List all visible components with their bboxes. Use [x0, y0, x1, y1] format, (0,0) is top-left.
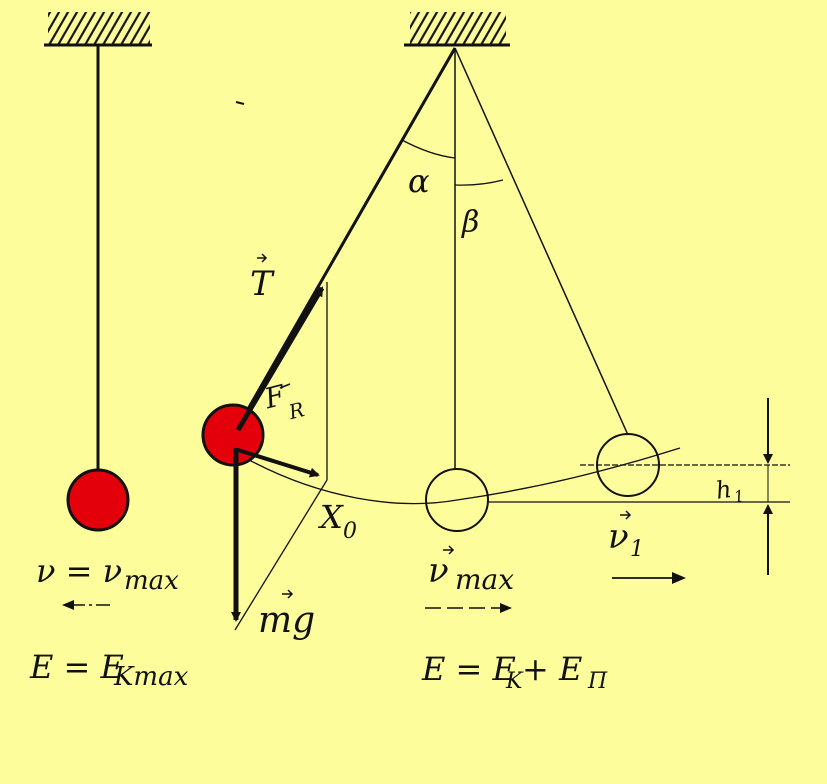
v1-label: ν 1 [608, 517, 644, 562]
alpha-arc [401, 139, 456, 159]
svg-text:ν = ν: ν = ν [36, 552, 122, 590]
svg-text:K: K [505, 669, 524, 694]
left-pendulum-bob [66, 468, 130, 532]
svg-text:1: 1 [733, 486, 746, 506]
svg-text:Kmax: Kmax [113, 662, 189, 692]
svg-text:h: h [714, 475, 733, 505]
svg-text:R: R [285, 397, 306, 424]
middle-velocity-arrow [425, 603, 512, 613]
svg-text:E = E: E = E [29, 648, 124, 686]
label-vector-marks [257, 253, 632, 599]
tension-vector [235, 286, 325, 432]
right-velocity-arrow [612, 572, 686, 584]
beta-arc [454, 179, 504, 186]
gravity-label: mg [258, 600, 315, 641]
displacement-label: X 0 [317, 498, 357, 544]
height-label: h 1 [714, 475, 746, 506]
stray-mark [235, 101, 245, 105]
middle-velocity-label: ν max [428, 551, 514, 596]
left-velocity-label: ν = ν max [36, 552, 179, 596]
right-string [454, 47, 629, 436]
tension-label: T [250, 264, 275, 304]
beta-label: β [461, 205, 479, 240]
middle-pendulum-bob [425, 468, 489, 532]
left-velocity-arrow [62, 600, 110, 610]
svg-text:E = E: E = E [421, 650, 516, 688]
middle-energy-label: E = E K + E П [421, 650, 608, 694]
svg-text:F: F [260, 378, 289, 415]
svg-text:1: 1 [630, 537, 644, 562]
svg-text:П: П [587, 669, 608, 694]
deflected-pendulum-bob [201, 403, 265, 467]
svg-text:0: 0 [343, 519, 357, 544]
trajectory-arc [239, 447, 681, 505]
resultant-force-vector [237, 448, 320, 478]
svg-text:+ E: + E [522, 650, 582, 688]
svg-text:X: X [317, 498, 344, 536]
deflected-string [238, 47, 457, 424]
right-ceiling-support [404, 12, 510, 47]
svg-text:ν: ν [608, 517, 629, 557]
svg-text:ν: ν [428, 551, 449, 591]
left-energy-label: E = E Kmax [29, 648, 189, 692]
left-ceiling-support [44, 12, 152, 47]
svg-text:max: max [455, 563, 514, 596]
force-parallelogram-line [234, 479, 328, 631]
resultant-force-label: F R [260, 378, 306, 424]
right-pendulum-bob [596, 433, 660, 497]
svg-text:max: max [124, 566, 179, 596]
alpha-label: α [408, 162, 430, 200]
